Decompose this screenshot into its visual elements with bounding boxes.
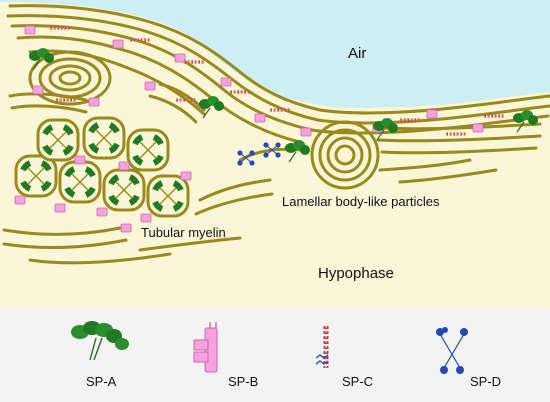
air-region xyxy=(0,0,550,108)
surface-film xyxy=(6,4,550,155)
legend-sp-c-icon xyxy=(315,326,329,368)
legend-sp-a-icon xyxy=(71,321,129,361)
left-lamellar-body xyxy=(28,50,112,106)
lamellar-particle xyxy=(310,120,380,190)
lamellar-label: Lamellar body-like particles xyxy=(282,194,440,209)
legend-sp-a-label: SP-A xyxy=(86,374,117,389)
tubular-myelin-label: Tubular myelin xyxy=(141,225,226,240)
legend-sp-b-icon xyxy=(193,322,218,373)
legend-sp-b-label: SP-B xyxy=(228,374,258,389)
legend-sp-d-icon xyxy=(436,327,468,374)
legend-sp-c-label: SP-C xyxy=(342,374,373,389)
legend-sp-d-label: SP-D xyxy=(470,374,501,389)
air-label: Air xyxy=(348,45,366,62)
legend-panel xyxy=(0,308,550,402)
hypophase-label: Hypophase xyxy=(318,265,394,282)
